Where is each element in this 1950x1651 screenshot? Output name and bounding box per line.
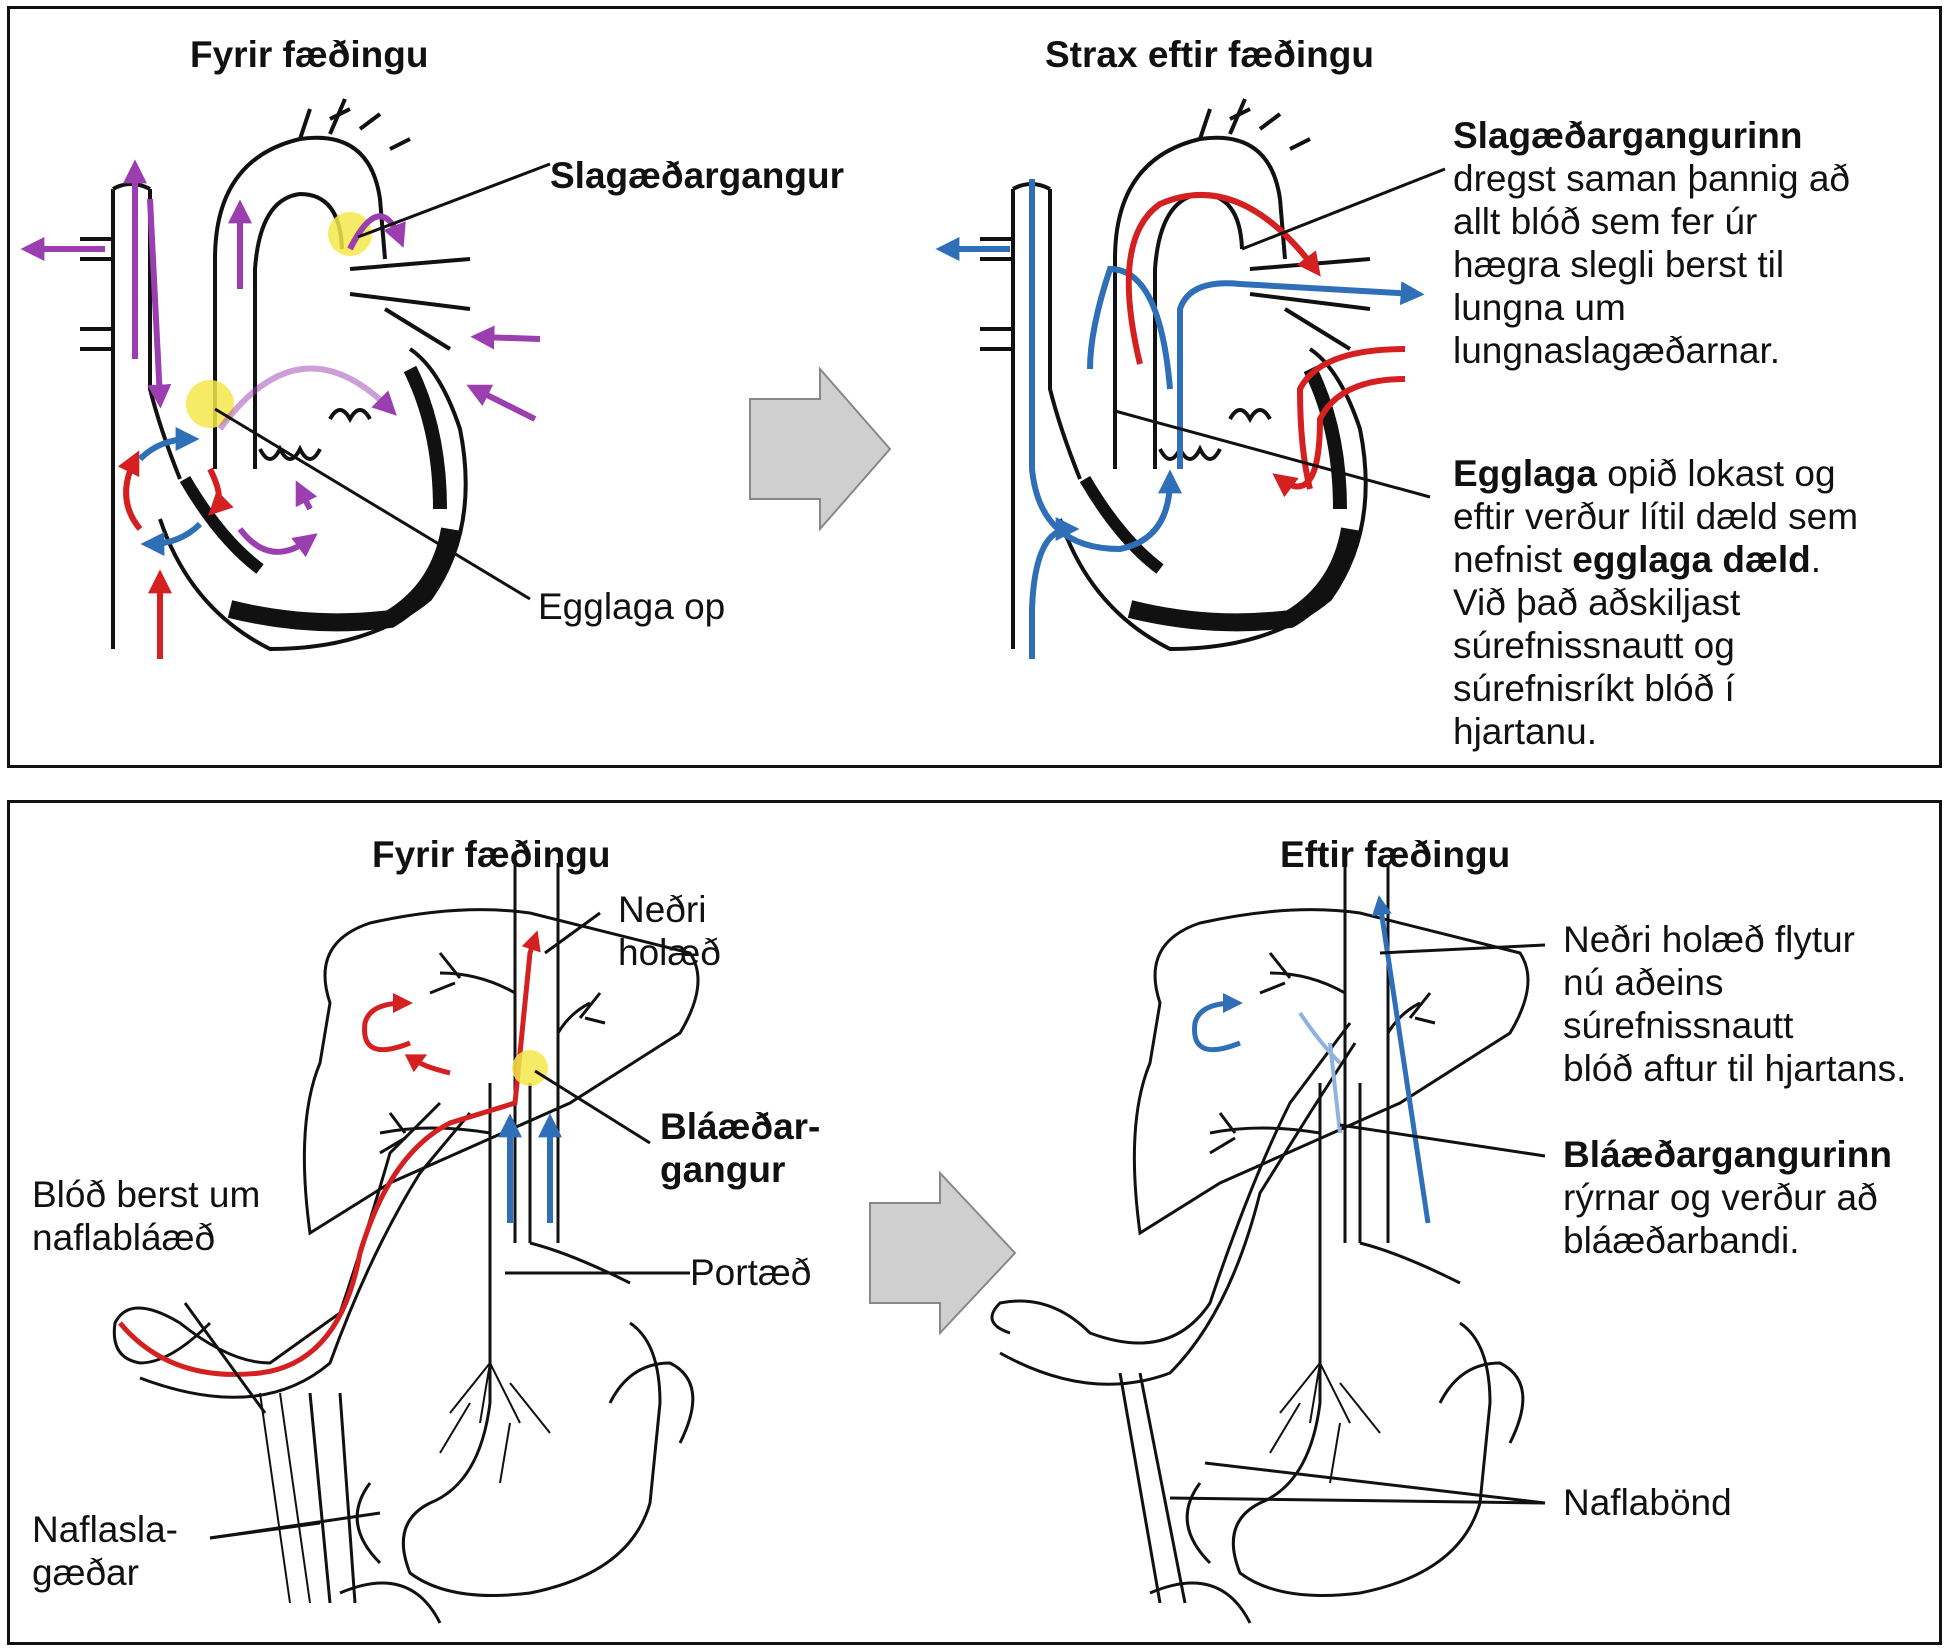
umbilical-vein-label-line: Blóð berst um bbox=[32, 1174, 261, 1215]
foramen-closure-post: . bbox=[1810, 539, 1822, 580]
atrial-flow-loop bbox=[117, 427, 234, 659]
umbilical-vein-label-line: naflabláæð bbox=[32, 1217, 216, 1258]
ductus-closure-line: allt blóð sem fer úr bbox=[1453, 201, 1758, 242]
fossa-ovalis-term: egglaga dæld bbox=[1572, 539, 1811, 580]
fetal-heart-panel: Fyrir fæðingu Strax eftir fæðingu Slagæð… bbox=[7, 6, 1942, 768]
hepatic-blue-flow bbox=[1192, 993, 1243, 1053]
ivc-note-line: nú aðeins bbox=[1563, 962, 1724, 1003]
foramen-label: Egglaga op bbox=[538, 586, 726, 627]
umbilical-vein-leader bbox=[183, 1302, 267, 1414]
liver-after-birth bbox=[990, 863, 1530, 1624]
ivc-label-line: Neðri bbox=[618, 889, 707, 930]
ivc-note-line: Neðri holæð flytur bbox=[1563, 919, 1856, 960]
foramen-highlight bbox=[186, 380, 234, 428]
portal-vein-label: Portæð bbox=[690, 1252, 812, 1293]
umbilical-vein-flow bbox=[118, 930, 541, 1377]
ivc-label-line: holæð bbox=[618, 932, 721, 973]
foramen-closure-pre: nefnist bbox=[1453, 539, 1573, 580]
ductus-leader-line bbox=[357, 162, 551, 239]
umbilical-arteries-label: Naflasla- gæðar bbox=[32, 1508, 178, 1594]
venosus-closure-line: bláæðarbandi. bbox=[1563, 1220, 1800, 1261]
ivc-label: Neðri holæð bbox=[618, 888, 721, 974]
ivc-note: Neðri holæð flytur nú aðeins súrefnissna… bbox=[1563, 918, 1906, 1090]
foramen-closure-text: Egglaga opið lokast og eftir verður líti… bbox=[1453, 452, 1858, 753]
after-birth-title: Strax eftir fæðingu bbox=[1045, 34, 1374, 75]
postnatal-flow-arrows bbox=[935, 179, 1425, 659]
foramen-closure-rest: opið lokast og bbox=[1596, 453, 1836, 494]
liver-before-birth bbox=[112, 863, 700, 1624]
umbilical-arteries-leader-2 bbox=[209, 1511, 381, 1540]
liver-illustrations bbox=[112, 863, 1546, 1624]
foramen-closure-line: súrefnissnautt og bbox=[1453, 625, 1735, 666]
ivc-note-leader bbox=[1379, 943, 1546, 955]
foramen-closure-line: hjartanu. bbox=[1453, 711, 1597, 752]
venosus-closure-leader bbox=[1339, 1123, 1546, 1158]
ivc-note-line: súrefnissnautt bbox=[1563, 1005, 1794, 1046]
ductus-venosus-highlight bbox=[512, 1050, 548, 1086]
ductus-closure-line: hægra slegli berst til bbox=[1453, 244, 1785, 285]
umbilical-vein-label: Blóð berst um naflabláæð bbox=[32, 1173, 260, 1259]
heart-before-birth bbox=[80, 98, 471, 652]
atrophied-venosus bbox=[1298, 1011, 1342, 1134]
ivc-note-line: blóð aftur til hjartans. bbox=[1563, 1048, 1907, 1089]
ductus-closure-text: Slagæðargangurinn dregst saman þannig að… bbox=[1453, 114, 1850, 372]
foramen-closure-bold: Egglaga bbox=[1453, 453, 1597, 494]
foramen-leader-line bbox=[214, 407, 531, 601]
ivc-leader bbox=[544, 911, 601, 955]
after-birth-title-bottom: Eftir fæðingu bbox=[1280, 834, 1511, 875]
heart-after-birth bbox=[980, 98, 1371, 652]
venosus-leader bbox=[534, 1069, 651, 1145]
ligaments-label: Naflabönd bbox=[1563, 1482, 1732, 1523]
foramen-closure-line: Við það aðskiljast bbox=[1453, 582, 1741, 623]
ductus-venosus-label-line: gangur bbox=[660, 1149, 786, 1190]
ductus-label: Slagæðargangur bbox=[550, 155, 844, 196]
venosus-closure-text: Bláæðargangurinn rýrnar og verður að blá… bbox=[1563, 1133, 1892, 1262]
mixed-flow-arrows bbox=[20, 159, 541, 558]
ductus-venosus-label-line: Bláæðar- bbox=[660, 1106, 821, 1147]
ligaments-leader-1 bbox=[1204, 1461, 1546, 1505]
umbilical-arteries-label-line: gæðar bbox=[32, 1552, 139, 1593]
venosus-closure-line: rýrnar og verður að bbox=[1563, 1177, 1878, 1218]
ligaments-leader-2 bbox=[1169, 1496, 1546, 1505]
foramen-closure-line: súrefnisríkt blóð í bbox=[1453, 668, 1735, 709]
umbilical-arteries-label-line: Naflasla- bbox=[32, 1509, 178, 1550]
ductus-venosus-label: Bláæðar- gangur bbox=[660, 1105, 820, 1191]
venosus-closure-heading: Bláæðargangurinn bbox=[1563, 1134, 1892, 1175]
ductus-closure-line: dregst saman þannig að bbox=[1453, 158, 1850, 199]
foramen-closure-leader bbox=[1114, 409, 1431, 499]
liver-circulation-panel: Fyrir fæðingu Eftir fæðingu Neðri holæð … bbox=[7, 800, 1942, 1645]
foramen-closure-line: eftir verður lítil dæld sem bbox=[1453, 496, 1859, 537]
ductus-closure-leader bbox=[1241, 167, 1446, 251]
heart-illustrations bbox=[20, 98, 1446, 659]
hepatic-red-flow bbox=[362, 993, 413, 1053]
ductus-closure-line: lungnaslagæðarnar. bbox=[1453, 330, 1781, 371]
ductus-closure-heading: Slagæðargangurinn bbox=[1453, 115, 1803, 156]
transition-arrow-bottom bbox=[869, 1170, 1017, 1336]
before-birth-title-bottom: Fyrir fæðingu bbox=[372, 834, 611, 875]
before-birth-title: Fyrir fæðingu bbox=[190, 34, 429, 75]
transition-arrow bbox=[749, 366, 892, 532]
ductus-highlight bbox=[328, 212, 372, 256]
ivc-postnatal-flow bbox=[1371, 895, 1431, 1224]
ductus-closure-line: lungna um bbox=[1453, 287, 1626, 328]
hepatic-red-flow-2 bbox=[404, 1054, 451, 1076]
